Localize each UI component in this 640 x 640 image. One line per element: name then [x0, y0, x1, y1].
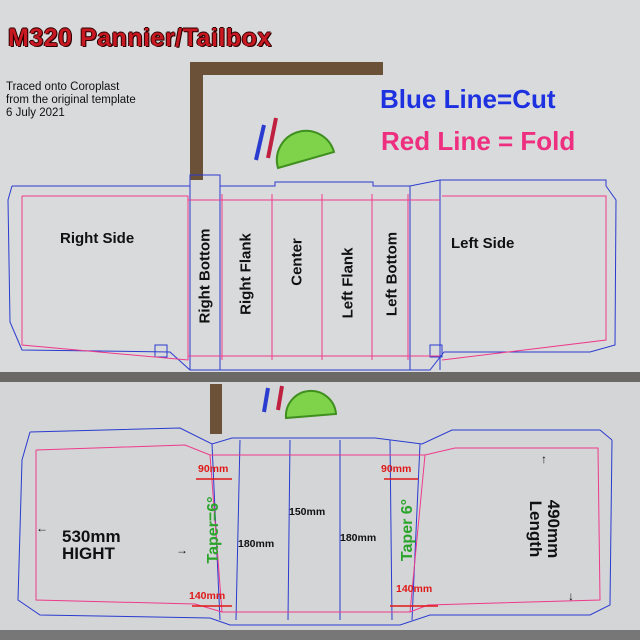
page-title: M320 Pannier/Tailbox: [8, 24, 272, 52]
label-right-bottom: Right Bottom: [196, 228, 214, 324]
legend-cut: Blue Line=Cut: [380, 84, 556, 114]
arrow-down-icon: ↓: [568, 589, 574, 603]
board-gap: [0, 372, 640, 382]
pens-protractor: [254, 117, 336, 170]
length-word: Length: [526, 500, 545, 558]
measure-arrows: [192, 478, 438, 607]
dim-bottom-right: 140mm: [396, 583, 433, 595]
carpenter-square: [190, 62, 383, 180]
arrow-left-icon: ←: [36, 521, 48, 535]
top-cut-lines: [7, 174, 617, 371]
dim-bottom-left: 140mm: [189, 590, 226, 602]
subtitle: Traced onto Coroplast from the original …: [6, 81, 136, 120]
square-bottom: [210, 384, 222, 434]
label-center: Center: [288, 238, 306, 286]
height-value: 530mm: [62, 527, 121, 546]
top-fold-lines: [21, 194, 607, 361]
dim-top-right: 90mm: [381, 463, 412, 475]
label-right-flank: Right Flank: [237, 233, 255, 315]
height-label: 530mm HIGHT: [62, 528, 121, 562]
dim-flank-right: 180mm: [340, 532, 377, 544]
label-right-side: Right Side: [60, 230, 135, 247]
dim-flank-left: 180mm: [238, 538, 275, 550]
label-left-flank: Left Flank: [339, 247, 357, 319]
arrow-right-icon: →: [176, 543, 188, 557]
subtitle-line: 6 July 2021: [6, 107, 65, 119]
legend-fold: Red Line = Fold: [381, 126, 576, 156]
label-left-bottom: Left Bottom: [383, 231, 401, 317]
length-label: 490mm Length: [526, 499, 563, 559]
bottom-fold-lines: [35, 444, 601, 613]
dim-center: 150mm: [289, 506, 326, 518]
dim-top-left: 90mm: [198, 463, 229, 475]
taper-left: Taper=6°: [205, 496, 222, 564]
length-value: 490mm: [544, 499, 563, 559]
bottom-cut-lines: [17, 427, 613, 626]
pens-protractor-bottom: [262, 385, 338, 420]
height-word: HIGHT: [62, 544, 115, 563]
subtitle-line: from the original template: [6, 94, 136, 106]
subtitle-line: Traced onto Coroplast: [6, 81, 120, 93]
arrow-up-icon: ↑: [541, 452, 547, 466]
label-left-side: Left Side: [451, 235, 515, 252]
taper-right: Taper 6°: [399, 498, 416, 562]
